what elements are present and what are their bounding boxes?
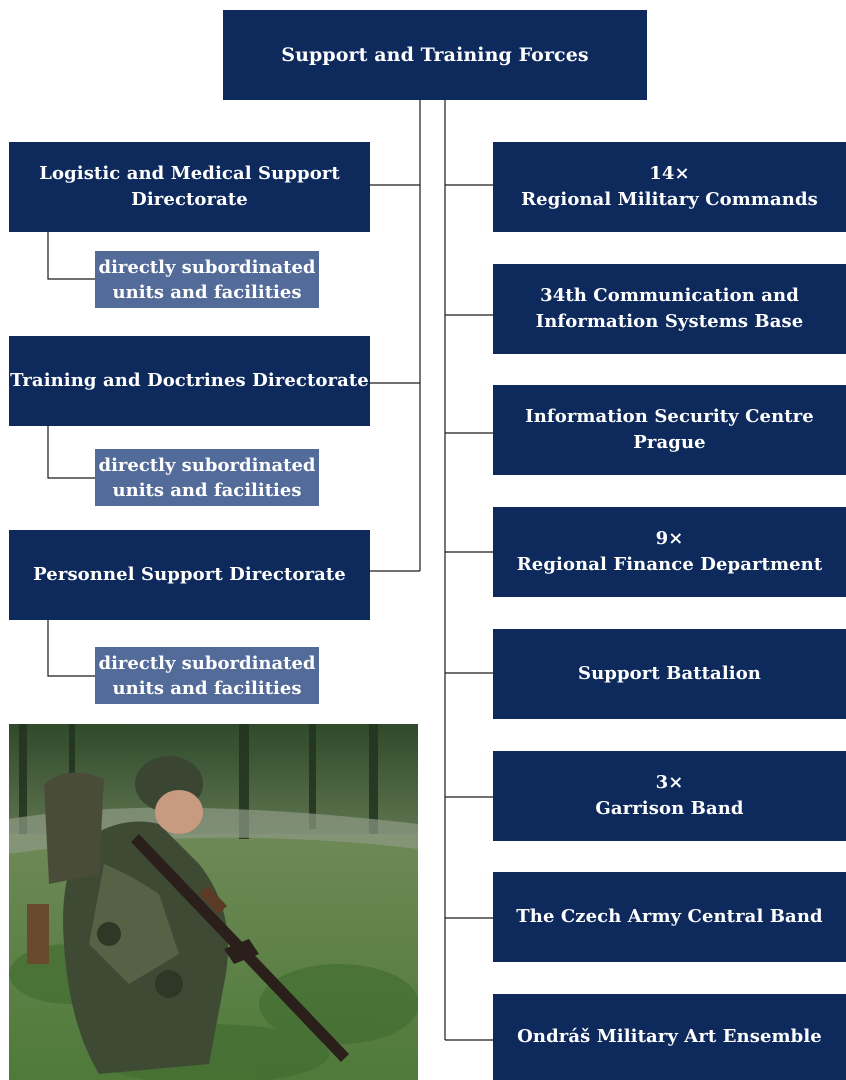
right-box-label: Regional Military Commands	[521, 189, 818, 210]
left-box-label-line2: Directorate	[131, 189, 248, 210]
right-box-info-security-centre: Information Security Centre Prague	[493, 385, 846, 475]
right-box-label: The Czech Army Central Band	[516, 906, 823, 927]
right-box-label: Regional Finance Department	[516, 554, 823, 575]
sub-box-training-units: directly subordinated units and faciliti…	[95, 449, 319, 506]
right-box-label-line1: Information Security Centre	[525, 406, 814, 427]
soldier-photo	[9, 724, 418, 1080]
sub-box-personnel-units: directly subordinated units and faciliti…	[95, 647, 319, 704]
right-box-label: Ondráš Military Art Ensemble	[517, 1026, 822, 1047]
sub-box-label-line1: directly subordinated	[98, 454, 316, 476]
right-box-regional-finance: 9× Regional Finance Department	[493, 507, 846, 597]
right-box-art-ensemble: Ondráš Military Art Ensemble	[493, 994, 846, 1080]
right-box-count: 9×	[655, 528, 684, 549]
right-box-count: 3×	[655, 772, 684, 793]
right-box-label-line2: Information Systems Base	[535, 311, 804, 332]
sub-box-label-line1: directly subordinated	[98, 256, 316, 278]
left-box-logistic-medical: Logistic and Medical Support Directorate	[9, 142, 370, 232]
left-box-personnel-support: Personnel Support Directorate	[9, 530, 370, 620]
left-box-label: Personnel Support Directorate	[33, 564, 346, 585]
right-box-support-battalion: Support Battalion	[493, 629, 846, 719]
right-box-cis-base: 34th Communication and Information Syste…	[493, 264, 846, 354]
left-box-training-doctrines: Training and Doctrines Directorate	[9, 336, 370, 426]
sub-box-label-line2: units and facilities	[112, 281, 302, 303]
right-box-label-line1: 34th Communication and	[540, 285, 799, 306]
right-box-label: Garrison Band	[595, 798, 744, 819]
right-box-label: Support Battalion	[578, 663, 761, 684]
top-box-label: Support and Training Forces	[281, 44, 589, 66]
right-box-central-band: The Czech Army Central Band	[493, 872, 846, 962]
sub-box-logistic-units: directly subordinated units and faciliti…	[95, 251, 319, 308]
right-box-label-line2: Prague	[633, 432, 706, 453]
right-box-garrison-band: 3× Garrison Band	[493, 751, 846, 841]
top-box-support-training-forces: Support and Training Forces	[223, 10, 647, 100]
sub-box-label-line1: directly subordinated	[98, 652, 316, 674]
soldier-photo-icon	[9, 724, 418, 1080]
right-box-count: 14×	[649, 163, 690, 184]
left-box-label-line1: Logistic and Medical Support	[39, 163, 340, 184]
sub-box-label-line2: units and facilities	[112, 677, 302, 699]
right-box-regional-military-commands: 14× Regional Military Commands	[493, 142, 846, 232]
left-box-label: Training and Doctrines Directorate	[10, 370, 369, 391]
sub-box-label-line2: units and facilities	[112, 479, 302, 501]
